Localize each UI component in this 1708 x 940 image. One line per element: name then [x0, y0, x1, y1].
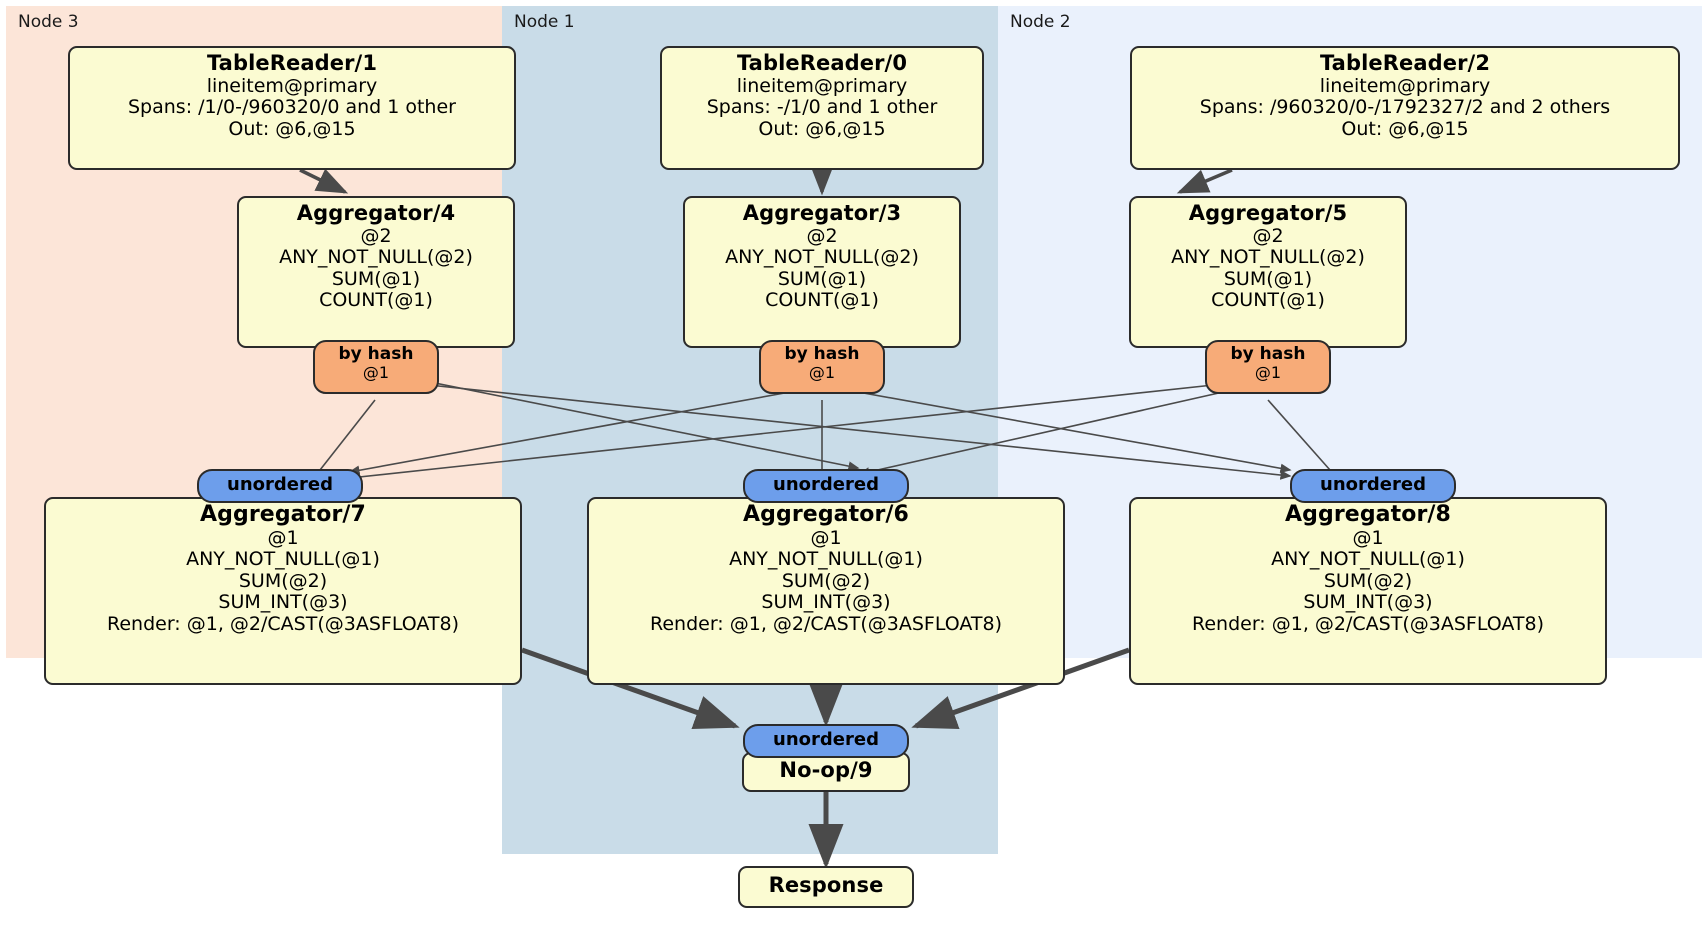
processor-title: TableReader/2	[1319, 51, 1491, 75]
router-column: @1	[808, 362, 836, 382]
processor-line: COUNT(@1)	[765, 289, 879, 312]
router-by-hash-center[interactable]: by hash @1	[759, 340, 885, 394]
router-label: unordered	[773, 474, 879, 495]
processor-line: lineitem@primary	[736, 74, 908, 97]
router-by-hash-right[interactable]: by hash @1	[1205, 340, 1331, 394]
processor-line: Out: @6,@15	[228, 117, 356, 140]
processor-line: SUM_INT(@3)	[1303, 591, 1433, 614]
processor-line: @2	[806, 224, 838, 247]
processor-noop-9[interactable]: No-op/9	[742, 752, 910, 792]
processor-aggregator-4[interactable]: Aggregator/4 @2 ANY_NOT_NULL(@2) SUM(@1)…	[237, 196, 515, 348]
node-label-node3: Node 3	[18, 12, 79, 32]
processor-line: Spans: /1/0-/960320/0 and 1 other	[128, 96, 456, 119]
processor-line: ANY_NOT_NULL(@2)	[1171, 246, 1365, 269]
node-label-node1: Node 1	[514, 12, 575, 32]
processor-line: Render: @1, @2/CAST(@3ASFLOAT8)	[107, 612, 459, 635]
router-label: unordered	[773, 729, 879, 750]
processor-line: Spans: /960320/0-/1792327/2 and 2 others	[1199, 96, 1611, 119]
processor-response[interactable]: Response	[738, 866, 914, 908]
processor-line: ANY_NOT_NULL(@2)	[279, 246, 473, 269]
processor-line: SUM(@2)	[781, 569, 871, 592]
processor-aggregator-7[interactable]: Aggregator/7 @1 ANY_NOT_NULL(@1) SUM(@2)…	[44, 497, 522, 685]
processor-line: @2	[1252, 224, 1284, 247]
processor-line: ANY_NOT_NULL(@2)	[725, 246, 919, 269]
processor-title: Aggregator/3	[742, 201, 902, 225]
processor-line: Out: @6,@15	[1341, 117, 1469, 140]
processor-line: lineitem@primary	[206, 74, 378, 97]
processor-line: @2	[360, 224, 392, 247]
processor-line: SUM_INT(@3)	[218, 591, 348, 614]
processor-table-reader-2[interactable]: TableReader/2 lineitem@primary Spans: /9…	[1130, 46, 1680, 170]
processor-aggregator-5[interactable]: Aggregator/5 @2 ANY_NOT_NULL(@2) SUM(@1)…	[1129, 196, 1407, 348]
processor-title: Aggregator/8	[1285, 502, 1451, 527]
router-type: by hash	[338, 344, 414, 364]
router-type: by hash	[1230, 344, 1306, 364]
router-label: unordered	[227, 474, 333, 495]
processor-line: COUNT(@1)	[1211, 289, 1325, 312]
processor-aggregator-8[interactable]: Aggregator/8 @1 ANY_NOT_NULL(@1) SUM(@2)…	[1129, 497, 1607, 685]
processor-line: Spans: -/1/0 and 1 other	[706, 96, 938, 119]
processor-line: @1	[1352, 526, 1384, 549]
processor-table-reader-0[interactable]: TableReader/0 lineitem@primary Spans: -/…	[660, 46, 984, 170]
router-unordered-center[interactable]: unordered	[743, 469, 909, 503]
router-column: @1	[1254, 362, 1282, 382]
processor-title: Aggregator/4	[296, 201, 456, 225]
processor-title: TableReader/1	[206, 51, 378, 75]
processor-line: SUM(@2)	[238, 569, 328, 592]
processor-title: Aggregator/7	[200, 502, 366, 527]
processor-line: SUM_INT(@3)	[761, 591, 891, 614]
processor-line: Render: @1, @2/CAST(@3ASFLOAT8)	[650, 612, 1002, 635]
processor-title: Aggregator/6	[743, 502, 909, 527]
processor-line: SUM(@2)	[1323, 569, 1413, 592]
processor-title: Aggregator/5	[1188, 201, 1348, 225]
processor-title: Response	[768, 873, 884, 897]
processor-table-reader-1[interactable]: TableReader/1 lineitem@primary Spans: /1…	[68, 46, 516, 170]
processor-line: ANY_NOT_NULL(@1)	[729, 548, 923, 571]
router-label: unordered	[1320, 474, 1426, 495]
processor-line: @1	[267, 526, 299, 549]
router-unordered-final[interactable]: unordered	[743, 724, 909, 758]
router-type: by hash	[784, 344, 860, 364]
processor-line: SUM(@1)	[331, 267, 421, 290]
processor-line: ANY_NOT_NULL(@1)	[186, 548, 380, 571]
processor-line: Out: @6,@15	[758, 117, 886, 140]
router-unordered-left[interactable]: unordered	[197, 469, 363, 503]
router-unordered-right[interactable]: unordered	[1290, 469, 1456, 503]
processor-line: ANY_NOT_NULL(@1)	[1271, 548, 1465, 571]
processor-line: lineitem@primary	[1319, 74, 1491, 97]
router-by-hash-left[interactable]: by hash @1	[313, 340, 439, 394]
processor-aggregator-3[interactable]: Aggregator/3 @2 ANY_NOT_NULL(@2) SUM(@1)…	[683, 196, 961, 348]
processor-line: SUM(@1)	[777, 267, 867, 290]
processor-line: @1	[810, 526, 842, 549]
processor-aggregator-6[interactable]: Aggregator/6 @1 ANY_NOT_NULL(@1) SUM(@2)…	[587, 497, 1065, 685]
processor-title: TableReader/0	[736, 51, 908, 75]
node-label-node2: Node 2	[1010, 12, 1071, 32]
processor-line: SUM(@1)	[1223, 267, 1313, 290]
processor-line: Render: @1, @2/CAST(@3ASFLOAT8)	[1192, 612, 1544, 635]
router-column: @1	[362, 362, 390, 382]
processor-title: No-op/9	[779, 758, 873, 782]
processor-line: COUNT(@1)	[319, 289, 433, 312]
